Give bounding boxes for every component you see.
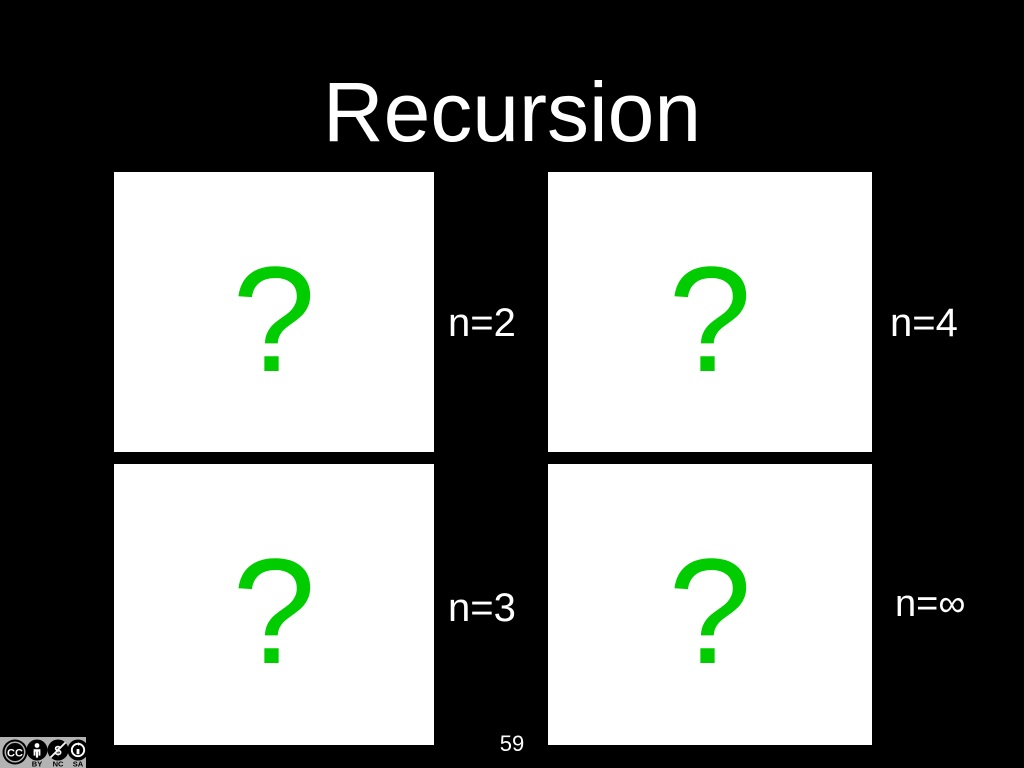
- panel-label-n3: n=3: [448, 586, 516, 630]
- image-panel-n4[interactable]: ?: [548, 172, 872, 452]
- placeholder-question-mark-icon: ?: [232, 235, 316, 403]
- panel-label-n2: n=2: [448, 301, 516, 345]
- page-title: Recursion: [322, 65, 702, 159]
- creative-commons-license-badge[interactable]: CC $ BY NC S: [0, 737, 86, 768]
- cc-badge-graphic: CC $ BY NC S: [0, 737, 86, 768]
- panel-label-n4: n=4: [890, 301, 958, 345]
- cc-sa-icon: [67, 739, 86, 761]
- cc-by-label: BY: [32, 760, 42, 768]
- placeholder-question-mark-icon: ?: [668, 527, 752, 695]
- page-number: 59: [499, 731, 525, 756]
- image-panel-n2[interactable]: ?: [114, 172, 434, 452]
- placeholder-question-mark-icon: ?: [668, 235, 752, 403]
- cc-sa-label: SA: [73, 760, 84, 768]
- placeholder-question-mark-icon: ?: [232, 527, 316, 695]
- svg-text:CC: CC: [7, 748, 23, 760]
- cc-icon: CC: [2, 739, 28, 765]
- cc-nc-label: NC: [53, 760, 64, 768]
- image-panel-n3[interactable]: ?: [114, 464, 434, 745]
- image-panel-n-infinity[interactable]: ?: [548, 464, 872, 745]
- panel-label-n-infinity: n=∞: [895, 583, 966, 625]
- cc-nc-icon: $: [47, 739, 69, 761]
- cc-by-icon: [26, 739, 48, 761]
